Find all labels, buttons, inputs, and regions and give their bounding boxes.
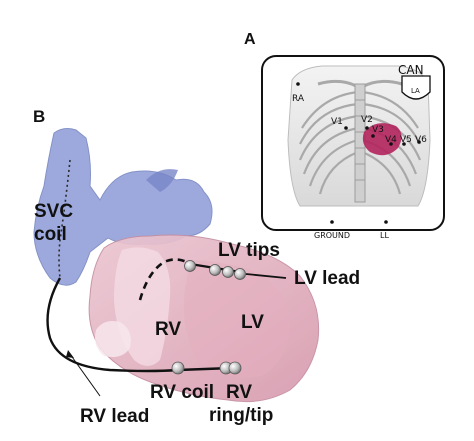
rv-lead-label: RV lead — [80, 406, 149, 427]
can-badge: LA — [411, 87, 420, 95]
electrode-ra-label: RA — [292, 94, 305, 104]
electrode-v2-label: V2 — [361, 115, 373, 125]
lv-lead-label: LV lead — [294, 268, 360, 289]
panel-b: B SVC coil LV tips — [33, 107, 360, 427]
electrode-v4-label: V4 — [385, 135, 397, 145]
can-device — [401, 75, 431, 100]
electrode-ll-label: LL — [380, 231, 389, 240]
rib-cage — [298, 79, 422, 195]
rv-label: RV — [155, 319, 181, 340]
rv-ring-label-bottom: ring/tip — [209, 405, 273, 426]
rv-ring-label-top: RV — [226, 382, 252, 403]
svc-label: SVC — [34, 201, 73, 222]
lv-tip-electrode — [184, 260, 196, 272]
aortic-branch — [146, 169, 178, 192]
lv-lead-pointer — [245, 273, 287, 279]
lv-chamber — [183, 260, 290, 378]
panel-b-letter: B — [33, 107, 45, 126]
lv-label: LV — [241, 312, 264, 333]
lv-tips-label: LV tips — [218, 240, 280, 261]
electrode-can-label: CAN — [398, 63, 424, 77]
lv-tip-electrode — [209, 264, 221, 276]
electrode-v1-label: V1 — [331, 117, 343, 127]
electrode-dots — [296, 82, 421, 224]
electrode-v3-label: V3 — [372, 125, 384, 135]
rv-outflow — [95, 321, 131, 357]
rv-coil-electrode — [171, 361, 185, 375]
svc-coil-label: coil — [34, 224, 67, 245]
torso-heart — [362, 123, 402, 156]
lv-lead-coronary-sinus — [138, 258, 191, 301]
electrode-v5-label: V5 — [400, 135, 412, 145]
electrode-ground-label: GROUND — [314, 231, 350, 240]
svc-coil-lead — [58, 159, 71, 279]
panel-a: A LA — [244, 31, 445, 240]
rv-lead-pointer — [69, 353, 101, 397]
rv-lead-wire — [46, 277, 233, 373]
panel-a-letter: A — [244, 31, 256, 48]
rv-tip-electrode — [228, 361, 242, 375]
lv-tip-electrode — [234, 268, 246, 280]
lv-tip-electrode — [222, 266, 234, 278]
rv-coil-label: RV coil — [150, 382, 214, 403]
rv-lead-arrowhead — [66, 350, 74, 358]
electrode-v6-label: V6 — [415, 135, 427, 145]
